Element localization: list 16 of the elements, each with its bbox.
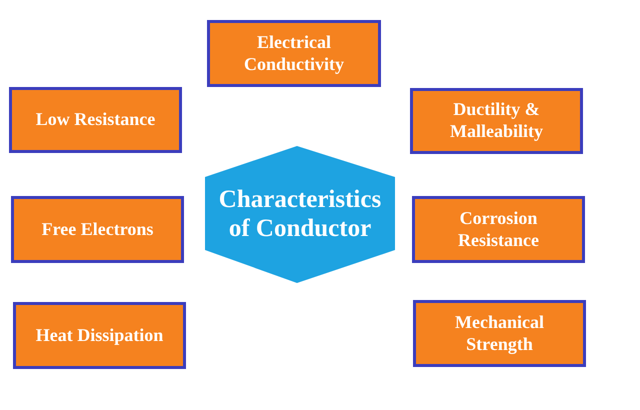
characteristic-label: Mechanical Strength — [454, 312, 545, 356]
characteristic-box — [11, 196, 184, 263]
characteristic-label: Corrosion Resistance — [457, 208, 540, 252]
characteristic-label: Electrical Conductivity — [242, 32, 345, 76]
topic-title: Characteristics of Conductor — [218, 186, 382, 244]
characteristic-box — [13, 302, 186, 369]
characteristic-label: Ductility & Malleability — [449, 99, 544, 143]
hexagon-shape — [205, 146, 395, 283]
characteristic-box — [207, 20, 381, 87]
characteristic-label: Heat Dissipation — [34, 324, 164, 346]
characteristic-label: Free Electrons — [40, 218, 154, 240]
characteristic-box — [412, 196, 585, 263]
characteristic-box — [413, 300, 586, 367]
characteristic-label: Low Resistance — [34, 109, 156, 131]
characteristic-box — [410, 88, 583, 154]
characteristic-box — [9, 87, 182, 153]
